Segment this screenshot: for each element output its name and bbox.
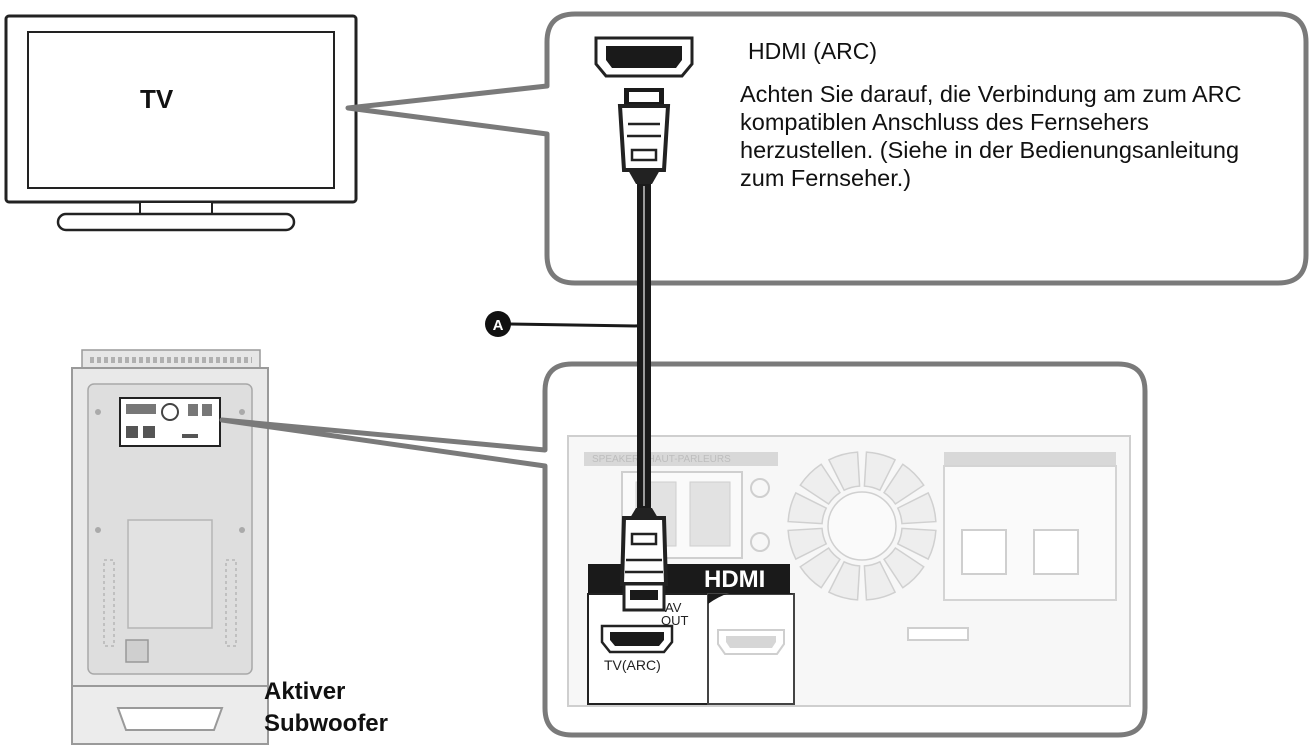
rear-panel: SPEAKER / HAUT-PARLEURS HDMI AV OUT TV(A… xyxy=(567,435,1131,707)
fan-blade xyxy=(896,491,937,525)
subwoofer-illustration xyxy=(71,349,269,745)
fan-blade xyxy=(799,547,841,589)
hdmi-port-av-out xyxy=(717,629,785,655)
fan-blade xyxy=(799,463,841,505)
hdmi-socket-icon xyxy=(594,36,694,78)
subwoofer-label: Aktiver Subwoofer xyxy=(264,676,388,740)
fan-blade xyxy=(827,451,861,492)
tv-illustration xyxy=(4,14,358,232)
fan-blade xyxy=(787,491,828,525)
fan-blade xyxy=(863,451,897,492)
fan-blade xyxy=(827,560,861,601)
subwoofer-label-line2: Subwoofer xyxy=(264,710,388,737)
hdmi-cable xyxy=(594,36,694,612)
tv-label: TV xyxy=(140,84,174,114)
hdmi-arc-note: Achten Sie darauf, die Verbindung am zum… xyxy=(740,81,1242,191)
cable-marker-a: A xyxy=(485,311,641,337)
cooling-fan xyxy=(787,451,937,601)
fan-blade xyxy=(883,547,925,589)
av-out-label-line1: AV xyxy=(665,600,682,615)
fan-blade xyxy=(896,527,937,561)
tv-arc-label: TV(ARC) xyxy=(604,657,661,673)
fan-blade xyxy=(787,527,828,561)
fan-blade xyxy=(863,560,897,601)
hdmi-banner-text: HDMI xyxy=(704,566,765,593)
cable-marker-label: A xyxy=(493,317,504,334)
hdmi-arc-title: HDMI (ARC) xyxy=(748,38,878,64)
speaker-terminal-label: SPEAKER / HAUT-PARLEURS xyxy=(592,454,731,465)
hdmi-port-tv-arc xyxy=(600,624,674,654)
av-out-label-line2: OUT xyxy=(661,613,689,628)
fan-blade xyxy=(883,463,925,505)
hdmi-callout-bubble xyxy=(345,11,1309,286)
subwoofer-label-line1: Aktiver xyxy=(264,678,346,705)
